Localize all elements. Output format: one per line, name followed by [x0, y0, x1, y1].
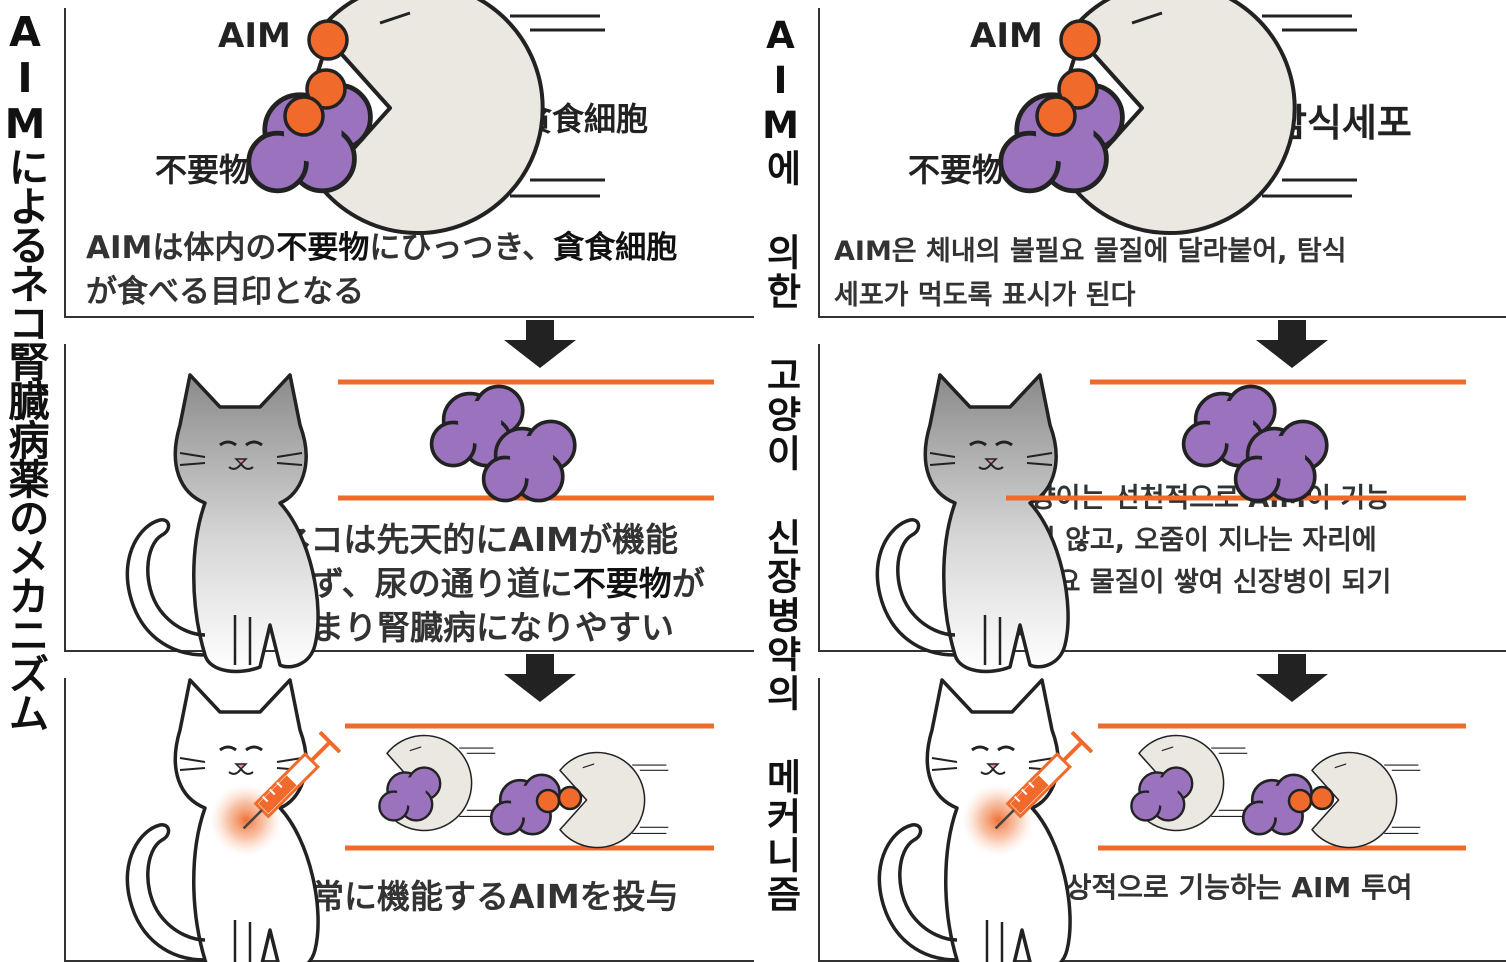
- right-aim-label: AIM: [970, 16, 1043, 56]
- right-cat-gray-icon: [875, 373, 1070, 674]
- down-arrow-icon: [504, 654, 576, 702]
- left-vertical-title: AIMによるネコ腎臓病薬のメカニズム: [1, 8, 49, 731]
- right-aim-molecule-icon: [1035, 19, 1101, 137]
- right-vertical-title: AIM에 의한 고양이 신장병약의 메커니즘: [759, 14, 802, 914]
- left-step3-text: 正常に機能するAIMを投与: [278, 877, 679, 916]
- left-panel-step2: [64, 344, 754, 652]
- right-panel-step1: [818, 8, 1506, 318]
- left-step2-text: ネコは先天的にAIMが機能 せず、尿の通り道に不要物が 詰まり腎臓病になりやすい: [278, 520, 705, 647]
- right-waste-label: 不要物: [908, 151, 1005, 189]
- left-cat-gray-icon: [125, 373, 320, 674]
- right-panel-step3: [818, 678, 1506, 962]
- right-step1-text: AIM은 체내의 불필요 물질에 달라붙어, 탐식 세포가 먹도록 표시가 된다: [834, 236, 1347, 311]
- left-panel-step3: [64, 678, 754, 962]
- left-aim-label: AIM: [218, 16, 291, 56]
- left-waste-label: 不要物: [155, 151, 252, 189]
- down-arrow-icon: [504, 320, 576, 368]
- left-panel-step1: [64, 8, 754, 318]
- right-step3-text: 정상적으로 기능하는 AIM 투여: [1040, 871, 1413, 904]
- down-arrow-icon: [1256, 654, 1328, 702]
- left-aim-molecule-icon: [283, 19, 349, 137]
- down-arrow-icon: [1256, 320, 1328, 368]
- right-panel-step2: [818, 344, 1506, 652]
- left-step1-text: AIMは体内の不要物にひっつき、貪食細胞 が食べる目印となる: [86, 230, 678, 310]
